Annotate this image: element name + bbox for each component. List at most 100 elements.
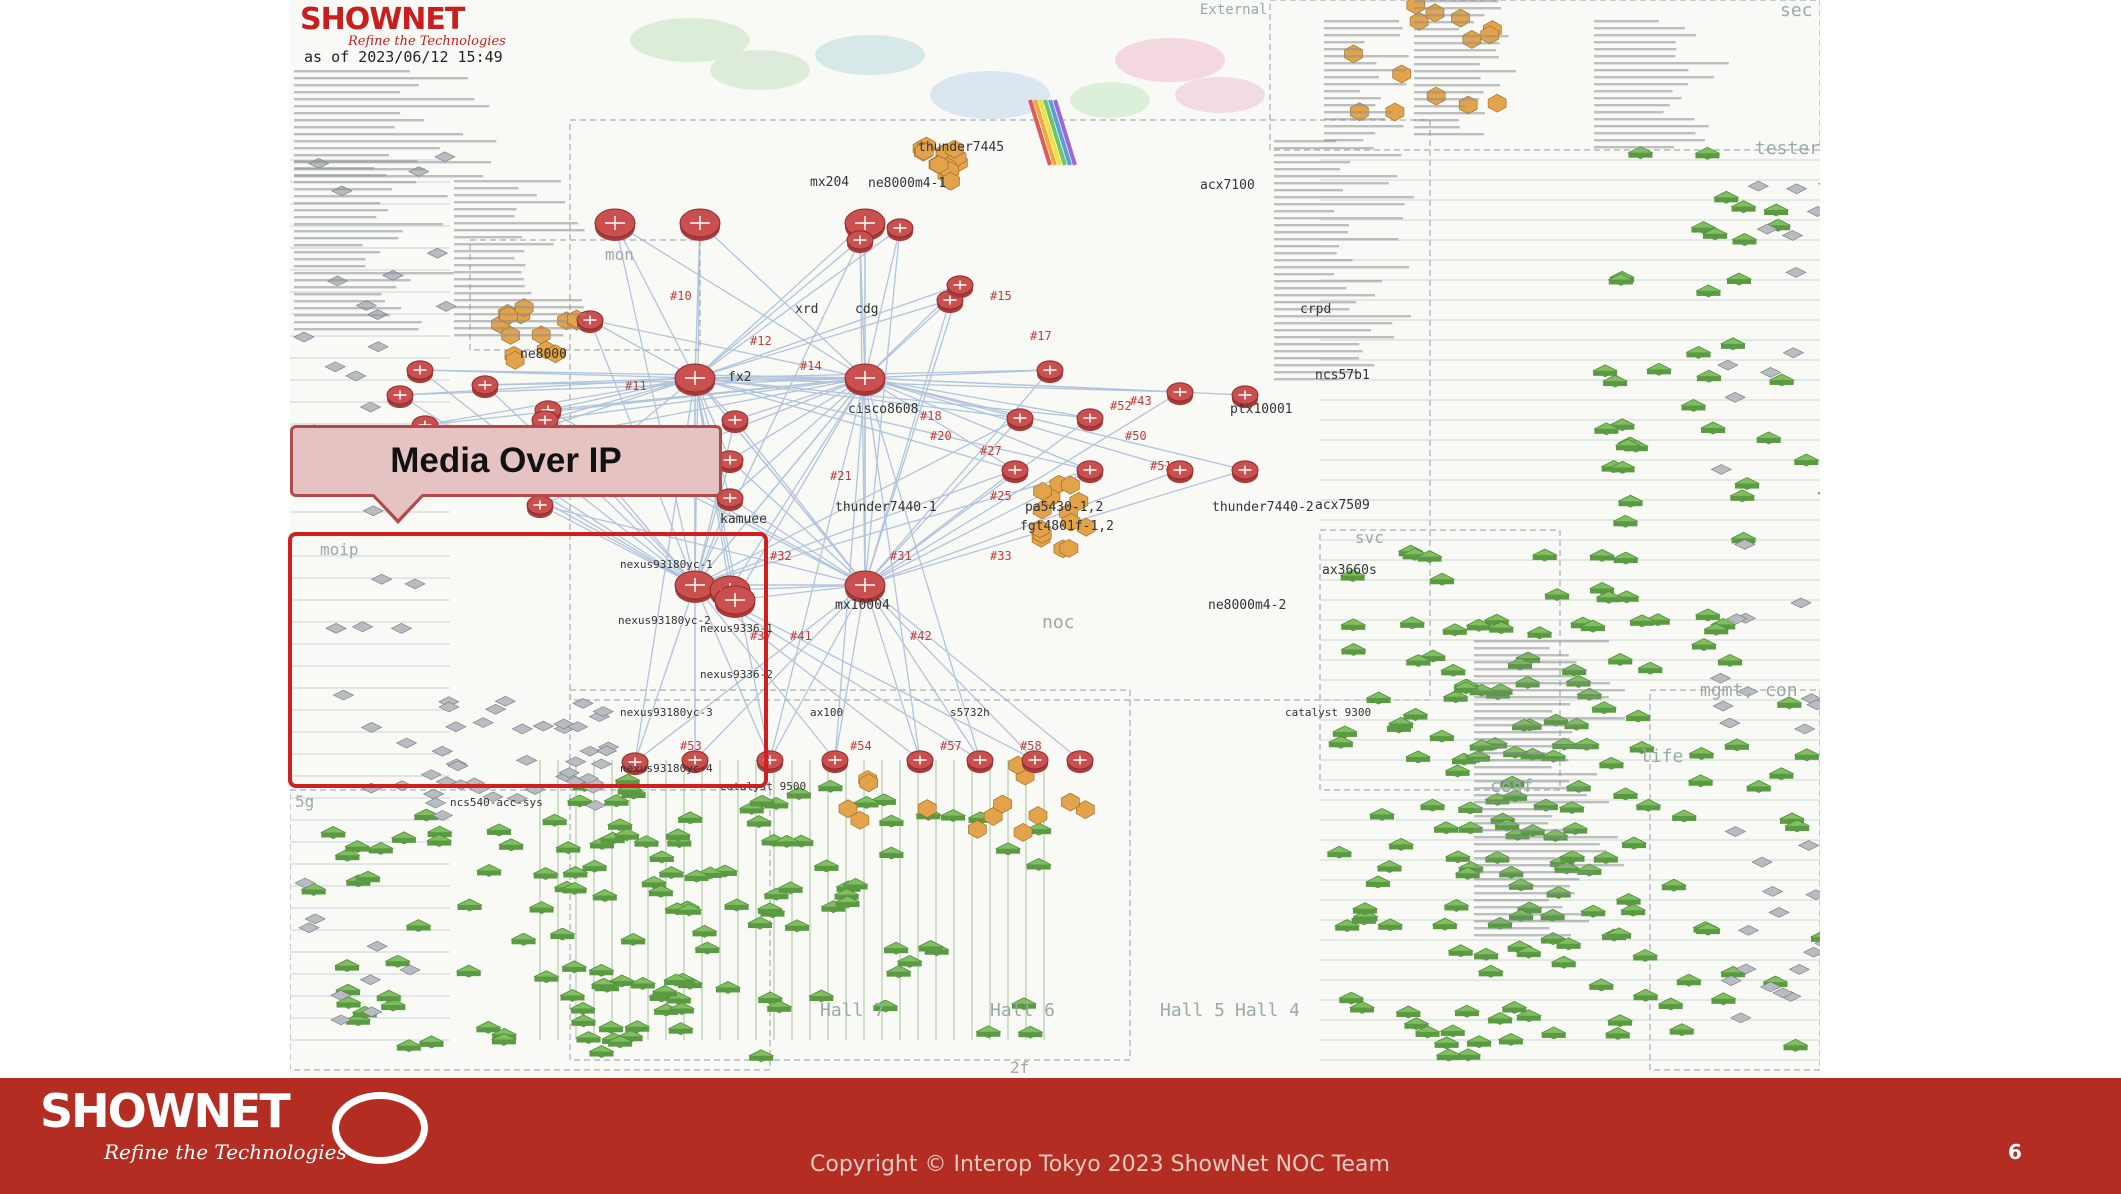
switch-icon [591,889,618,902]
switch-icon [663,973,690,987]
switch-icon [715,981,741,994]
appliance-icon [1426,86,1446,106]
config-text-line [454,250,525,253]
core-router-icon [714,585,756,618]
zone-label-svc: svc [1355,528,1384,547]
config-text-line [1594,62,1729,65]
config-text-line [1474,878,1580,881]
switch-icon [658,866,685,880]
switch-icon [1598,756,1625,770]
server-icon [298,922,320,934]
config-text-line [1474,913,1585,916]
server-icon [330,1014,352,1026]
config-text-line [454,194,537,197]
config-text-line [1594,97,1682,100]
switch-icon [1717,653,1743,667]
config-text-line [294,237,399,240]
server-icon [1805,889,1820,900]
config-text-line [1274,231,1349,234]
link-tag: #15 [990,289,1012,303]
config-text-line [1414,98,1480,101]
switch-icon [878,814,905,828]
hall-label-4: Hall 4 [1235,1000,1301,1021]
switch-icon [1580,619,1606,633]
config-text-line [1414,91,1484,94]
config-text-line [1474,787,1584,790]
config-text-line [1324,55,1409,58]
config-text-line [1474,759,1569,762]
device-label-catalyst9300: catalyst 9300 [1285,706,1372,719]
switch-icon [1589,549,1615,562]
edge-router-icon [681,750,709,774]
edge-router-icon [1231,460,1259,484]
switch-icon [1544,588,1570,601]
zone-label-conf: conf [1490,776,1534,797]
appliance-icon [1451,8,1470,28]
server-icon [382,270,404,281]
config-text-line [1594,55,1676,58]
config-text-line [1274,140,1337,143]
edge-router-icon [1076,408,1104,432]
switch-icon [1349,1001,1375,1014]
server-icon [1768,907,1790,918]
device-label-nexus93180yc-2: nexus93180yc-2 [618,614,711,627]
server-icon [366,940,388,952]
switch-icon [1501,1001,1528,1014]
config-text-line [454,313,587,316]
cloud-group [630,18,1265,119]
switch-icon [1377,918,1404,932]
switch-icon [1405,750,1431,764]
config-text-line [1474,682,1611,685]
switch-icon [1332,725,1358,739]
config-text-line [1474,864,1625,867]
switch-icon [1565,780,1592,793]
config-text-line [454,271,522,274]
switch-icon [367,841,394,855]
server-icon [367,341,389,353]
config-text-line [1594,125,1709,128]
config-text-line [1274,280,1382,283]
switch-icon [575,1031,602,1044]
config-text-line [1474,696,1609,699]
switch-icon [1588,978,1615,992]
link-tag: #25 [990,489,1012,503]
server-icon [331,185,353,197]
switch-icon [1612,514,1639,528]
switch-icon [614,828,640,842]
appliance-icon [1069,491,1089,511]
switch-icon [651,985,678,998]
switch-icon [1433,821,1459,835]
device-label-thunder7445: thunder7445 [918,140,1005,155]
edge-router-icon [716,450,744,474]
server-icon [1734,539,1756,550]
switch-icon [773,834,800,848]
server-icon [304,913,326,925]
config-text-line [1474,703,1571,706]
config-text-line [1274,357,1359,360]
device-label-nexus9336-1: nexus9336-1 [700,622,773,635]
switch-icon [541,813,568,827]
topology-drawing: #10#11#12#14#15#17#18#20#21#25#27#31#32#… [290,0,1820,1071]
server-icon [371,573,393,585]
server-icon [1798,840,1820,851]
config-text-line [454,215,515,218]
link-tag: #21 [830,469,852,483]
config-text-line [294,230,403,233]
config-text-line [1474,766,1552,769]
config-text-line [454,285,525,288]
switch-icon [668,1002,695,1015]
switch-icon [486,823,512,837]
switch-icon [1369,807,1395,821]
config-text-line [1274,182,1389,185]
config-text-line [1274,378,1340,381]
switch-icon [1444,850,1471,864]
switch-icon [1340,618,1367,632]
server-icon [1781,230,1804,241]
device-label-ne8000: ne8000 [520,347,567,362]
link-tag: #32 [770,549,792,563]
server-icon [359,974,382,986]
link-tag: #58 [1020,739,1042,753]
diagram-brand-tagline: Refine the Technologies [348,34,506,49]
config-text-line [1324,118,1386,121]
config-text-line [1594,83,1688,86]
